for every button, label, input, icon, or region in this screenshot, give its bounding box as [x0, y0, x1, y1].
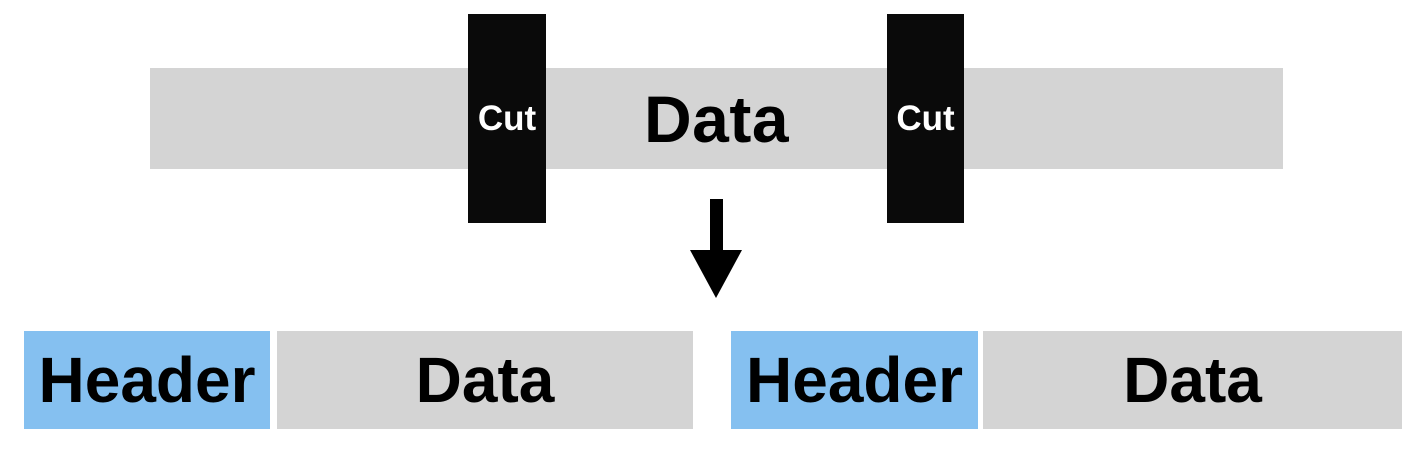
cut-marker-1: Cut — [468, 14, 546, 223]
down-arrow-head — [690, 250, 742, 298]
cut-label: Cut — [477, 98, 537, 138]
header-box: Header — [731, 331, 978, 429]
data-box: Data — [277, 331, 693, 429]
cut-label: Cut — [896, 98, 955, 138]
data-box: Data — [983, 331, 1402, 429]
header-box: Header — [24, 331, 270, 429]
data-stream-label: Data — [643, 81, 790, 156]
cut-marker-2: Cut — [887, 14, 964, 223]
header-label: Header — [746, 344, 963, 416]
data-stream-bar — [150, 68, 1283, 169]
header-label: Header — [38, 344, 256, 416]
data-label: Data — [1123, 344, 1262, 416]
data-label: Data — [415, 344, 555, 416]
down-arrow-shaft — [710, 199, 723, 251]
